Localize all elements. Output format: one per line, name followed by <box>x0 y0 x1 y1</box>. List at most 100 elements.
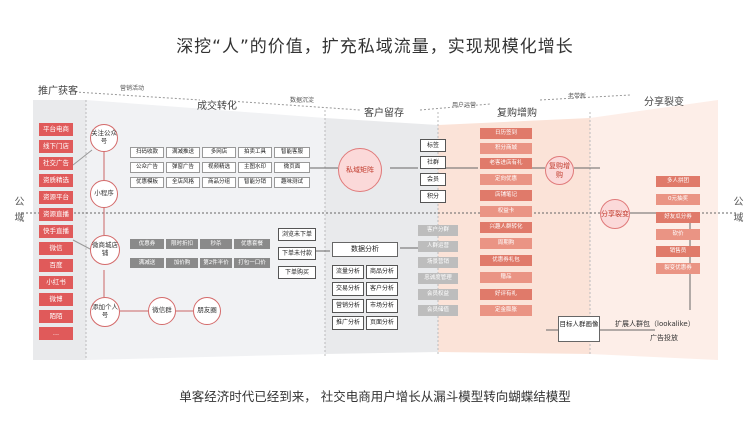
channel-tile: 陌陌 <box>39 310 73 323</box>
entry-circle: 关注公众号 <box>90 124 118 152</box>
analysis-cell: 商品分析 <box>366 265 398 279</box>
ops-tile: 场景营销 <box>418 257 458 268</box>
ops-tile: 人群运营 <box>418 241 458 252</box>
feature-tile: 智能分销 <box>238 177 272 188</box>
feature-tile: 商品分组 <box>202 177 236 188</box>
analysis-cell: 推广分析 <box>332 316 364 330</box>
flow-sublabel: 用户运营 <box>452 102 477 109</box>
channel-tile: 线下门店 <box>39 140 73 153</box>
ad-delivery-label: 广告投放 <box>650 334 678 342</box>
repurchase-tile: 店铺笔记 <box>480 190 532 201</box>
channel-tile: 快手直播 <box>39 225 73 238</box>
analysis-cell: 交易分析 <box>332 282 364 296</box>
share-tile: 裂变优惠券 <box>656 263 700 274</box>
channel-tile: 资源直播 <box>39 208 73 221</box>
feature-tile: 趣味测试 <box>274 177 310 188</box>
entry-circle: 微信群 <box>148 297 176 325</box>
order-flow-box: 下单购买 <box>278 266 316 279</box>
lookalike-label: 扩展人群包（lookalike） <box>615 320 695 328</box>
stage-label: 客户留存 <box>364 108 404 119</box>
promo-tile: 满减送 <box>130 258 164 268</box>
channel-tile: 资质精选 <box>39 174 73 187</box>
promo-tile: 优惠券 <box>130 239 164 249</box>
analysis-cell: 页面分析 <box>366 316 398 330</box>
feature-tile: 全店风格 <box>166 177 200 188</box>
feature-tile: 微页面 <box>274 162 310 173</box>
phase-bg-share <box>590 100 718 360</box>
promo-tile: 优惠套餐 <box>234 239 270 249</box>
share-tile: 销售员 <box>656 246 700 257</box>
repurchase-tile: 优惠券礼包 <box>480 255 532 266</box>
promo-tile: 加价购 <box>166 258 198 268</box>
analysis-cell: 客户分析 <box>366 282 398 296</box>
stage-label: 成交转化 <box>197 101 237 112</box>
repurchase-tile: 日历签到 <box>480 128 532 139</box>
channel-tile: 平台电商 <box>39 123 73 136</box>
member-box: 社群 <box>420 156 446 169</box>
ops-tile: 会员储值 <box>418 305 458 316</box>
footer-caption: 单客经济时代已经到来， 社交电商用户增长从漏斗模型转向蝴蝶结模型 <box>179 389 571 404</box>
feature-tile: 优惠模板 <box>130 177 164 188</box>
target-persona-box: 目标人群画像 <box>558 316 600 342</box>
order-flow-box: 浏览未下单 <box>278 228 316 241</box>
analysis-cell: 市场分析 <box>366 299 398 313</box>
flow-sublabel: 营销活动 <box>120 85 145 92</box>
channel-tile: 资源平台 <box>39 191 73 204</box>
flow-sublabel: 老带新 <box>568 93 587 100</box>
order-flow-box: 下单未付款 <box>278 247 316 260</box>
private-domain-circle: 私域矩阵 <box>338 148 382 192</box>
repurchase-tile: 兴趣人群转化 <box>480 222 532 233</box>
promo-tile: 打包一口价 <box>234 258 270 268</box>
feature-tile: 多网店 <box>202 147 236 158</box>
flow-sublabel: 数据沉淀 <box>290 97 315 104</box>
analysis-cell: 营销分析 <box>332 299 364 313</box>
data-analysis-title: 数据分析 <box>332 242 398 257</box>
channel-tile: ... <box>39 327 73 340</box>
repurchase-tile: 赠品 <box>480 272 532 283</box>
entry-circle: 朋友圈 <box>193 297 221 325</box>
channel-tile: 微信 <box>39 242 73 255</box>
channel-tile: 百度 <box>39 259 73 272</box>
repurchase-tile: 周期购 <box>480 238 532 249</box>
ops-tile: 会员权益 <box>418 289 458 300</box>
feature-tile: 扫码收款 <box>130 147 164 158</box>
channel-tile: 小红书 <box>39 276 73 289</box>
feature-tile: 智能客服 <box>274 147 310 158</box>
ops-tile: 客户分群 <box>418 225 458 236</box>
repurchase-circle: 复购增购 <box>545 156 574 185</box>
channel-tile: 微博 <box>39 293 73 306</box>
page-title: 深挖“人”的价值，扩充私域流量，实现规模化增长 <box>176 37 574 57</box>
share-tile: 多人拼团 <box>656 176 700 187</box>
stage-label: 分享裂变 <box>644 97 684 108</box>
repurchase-tile: 定向优惠 <box>480 174 532 185</box>
analysis-cell: 流量分析 <box>332 265 364 279</box>
share-tile: 砍价 <box>656 229 700 240</box>
channel-tile: 社交广告 <box>39 157 73 170</box>
ops-tile: 忠诚度管理 <box>418 273 458 284</box>
feature-tile: 主图水印 <box>238 162 272 173</box>
promo-tile: 秒杀 <box>200 239 232 249</box>
entry-circle: 微商城店铺 <box>90 235 120 265</box>
promo-tile: 第2件半价 <box>200 258 232 268</box>
feature-tile: 满减推送 <box>166 147 200 158</box>
repurchase-tile: 权益卡 <box>480 206 532 217</box>
member-box: 积分 <box>420 190 446 203</box>
member-box: 标签 <box>420 139 446 152</box>
entry-circle: 添加个人号 <box>90 297 120 327</box>
share-circle: 分享裂变 <box>600 199 630 229</box>
repurchase-tile: 好评有礼 <box>480 289 532 300</box>
share-tile: 0元抽奖 <box>656 194 700 205</box>
share-tile: 好友瓜分券 <box>656 212 700 223</box>
member-box: 会员 <box>420 173 446 186</box>
entry-circle: 小程序 <box>90 180 118 208</box>
repurchase-tile: 老客进店有礼 <box>480 158 532 169</box>
feature-tile: 弹窗广告 <box>166 162 200 173</box>
repurchase-tile: 定金膨胀 <box>480 305 532 316</box>
repurchase-tile: 积分商城 <box>480 143 532 154</box>
feature-tile: 拍卖工具 <box>238 147 272 158</box>
feature-tile: 公众广告 <box>130 162 164 173</box>
side-label-left: 公域 <box>12 196 23 228</box>
stage-label: 推广获客 <box>38 86 78 97</box>
feature-tile: 视频精选 <box>202 162 236 173</box>
